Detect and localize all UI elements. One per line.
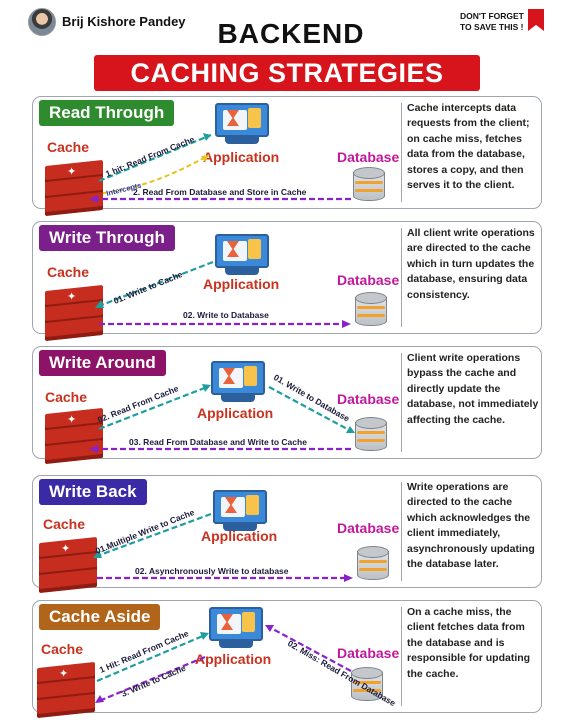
header: Brij Kishore Pandey BACKEND CACHING STRA… — [0, 0, 582, 95]
database-icon — [355, 292, 387, 330]
database-label: Database — [337, 149, 400, 165]
save-note-line1: DON'T FORGET — [460, 11, 524, 21]
application-icon — [211, 361, 265, 405]
arrow-label: 02. Read From Cache — [96, 383, 180, 425]
section-title: Read Through — [39, 100, 175, 126]
arrow-label: 01.Multiple Write to Cache — [94, 507, 196, 556]
database-icon — [357, 546, 389, 584]
arrow-label: 02. Miss: Read From Database — [286, 638, 398, 708]
application-label: Application — [203, 149, 280, 165]
arrow-label: 2. Read From Database and Store in Cache — [133, 187, 307, 197]
cache-icon: ✦ — [39, 536, 97, 598]
divider — [401, 228, 402, 327]
arrow-write-to-cache — [98, 260, 214, 308]
section-write-through: Write Through Cache ✦ Application Databa… — [32, 221, 542, 342]
section-description: All client write operations are directed… — [407, 227, 535, 301]
arrow-intercepts — [102, 154, 210, 194]
section-title: Write Around — [39, 350, 166, 376]
arrow-label: 01. Write to Cache — [112, 269, 184, 306]
application-icon — [215, 103, 269, 147]
database-icon — [353, 167, 385, 205]
flow-arrows: 01. Write to Cache 02. Write to Database — [95, 260, 351, 328]
arrow-write-to-cache — [98, 655, 206, 703]
application-icon — [215, 234, 269, 278]
arrow-label: 02. Write to Database — [183, 310, 269, 320]
application-label: Application — [203, 276, 280, 292]
cache-label: Cache — [43, 516, 86, 532]
application-label: Application — [197, 405, 274, 421]
database-label: Database — [337, 645, 400, 661]
save-note: DON'T FORGET TO SAVE THIS ! — [460, 11, 524, 33]
database-label: Database — [337, 520, 400, 536]
application-icon — [209, 607, 263, 651]
arrow-read-from-cache — [96, 633, 206, 683]
arrow-read-from-cache — [98, 133, 212, 183]
cache-icon: ✦ — [45, 284, 103, 346]
arrow-write-to-database — [268, 386, 352, 432]
divider — [401, 353, 402, 452]
cache-label: Cache — [47, 264, 90, 280]
section-write-back: Write Back Cache ✦ Application Database … — [32, 475, 542, 594]
arrow-read-from-database — [268, 626, 352, 672]
divider — [401, 482, 402, 581]
divider — [401, 103, 402, 202]
section-description: Client write operations bypass the cache… — [407, 352, 539, 426]
section-cache-aside: Cache Aside Cache ✦ Application Database… — [32, 600, 542, 719]
database-label: Database — [337, 391, 400, 407]
cache-icon: ✦ — [45, 407, 103, 469]
author-avatar — [28, 8, 56, 36]
database-label: Database — [337, 272, 400, 288]
page-title: BACKEND — [217, 18, 365, 49]
section-title: Cache Aside — [39, 604, 161, 630]
cache-label: Cache — [41, 641, 84, 657]
arrow-read-from-cache — [98, 385, 208, 431]
arrow-label: 03. Read From Database and Write to Cach… — [129, 437, 307, 447]
arrow-multiple-write-to-cache — [96, 512, 212, 558]
divider — [401, 607, 402, 706]
cache-label: Cache — [45, 389, 88, 405]
section-description: Write operations are directed to the cac… — [407, 481, 535, 571]
application-label: Application — [201, 528, 278, 544]
section-description: Cache intercepts data requests from the … — [407, 102, 530, 192]
cache-icon: ✦ — [37, 661, 95, 720]
application-label: Application — [195, 651, 272, 667]
page-subtitle: CACHING STRATEGIES — [94, 55, 480, 91]
cache-icon: ✦ — [45, 159, 103, 221]
save-note-line2: TO SAVE THIS ! — [460, 22, 524, 32]
flow-arrows: 1 hit: Read From Cache Intercepts 2. Rea… — [89, 133, 351, 203]
section-read-through: Read Through Cache ✦ Application Databas… — [32, 96, 542, 217]
section-write-around: Write Around Cache ✦ Application Databas… — [32, 346, 542, 465]
database-icon — [355, 417, 387, 455]
flow-arrows: 1 Hit: Read From Cache 3. Write to Cache… — [95, 625, 398, 708]
arrow-label: 3. Write to Cache — [120, 663, 187, 699]
arrow-label: 02. Asynchronously Write to database — [135, 566, 289, 576]
arrow-label: 1 hit: Read From Cache — [104, 134, 196, 179]
section-title: Write Through — [39, 225, 175, 251]
database-icon — [351, 667, 383, 705]
cache-label: Cache — [47, 139, 90, 155]
application-icon — [213, 490, 267, 534]
bookmark-icon[interactable] — [528, 9, 544, 31]
section-title: Write Back — [39, 479, 147, 505]
author-name: Brij Kishore Pandey — [62, 14, 186, 29]
arrow-label: 01. Write to Database — [272, 372, 352, 424]
flow-arrows: 01.Multiple Write to Cache 02. Asynchron… — [93, 507, 353, 582]
flow-arrows: 02. Read From Cache 01. Write to Databas… — [89, 372, 355, 453]
section-description: On a cache miss, the client fetches data… — [407, 606, 531, 680]
